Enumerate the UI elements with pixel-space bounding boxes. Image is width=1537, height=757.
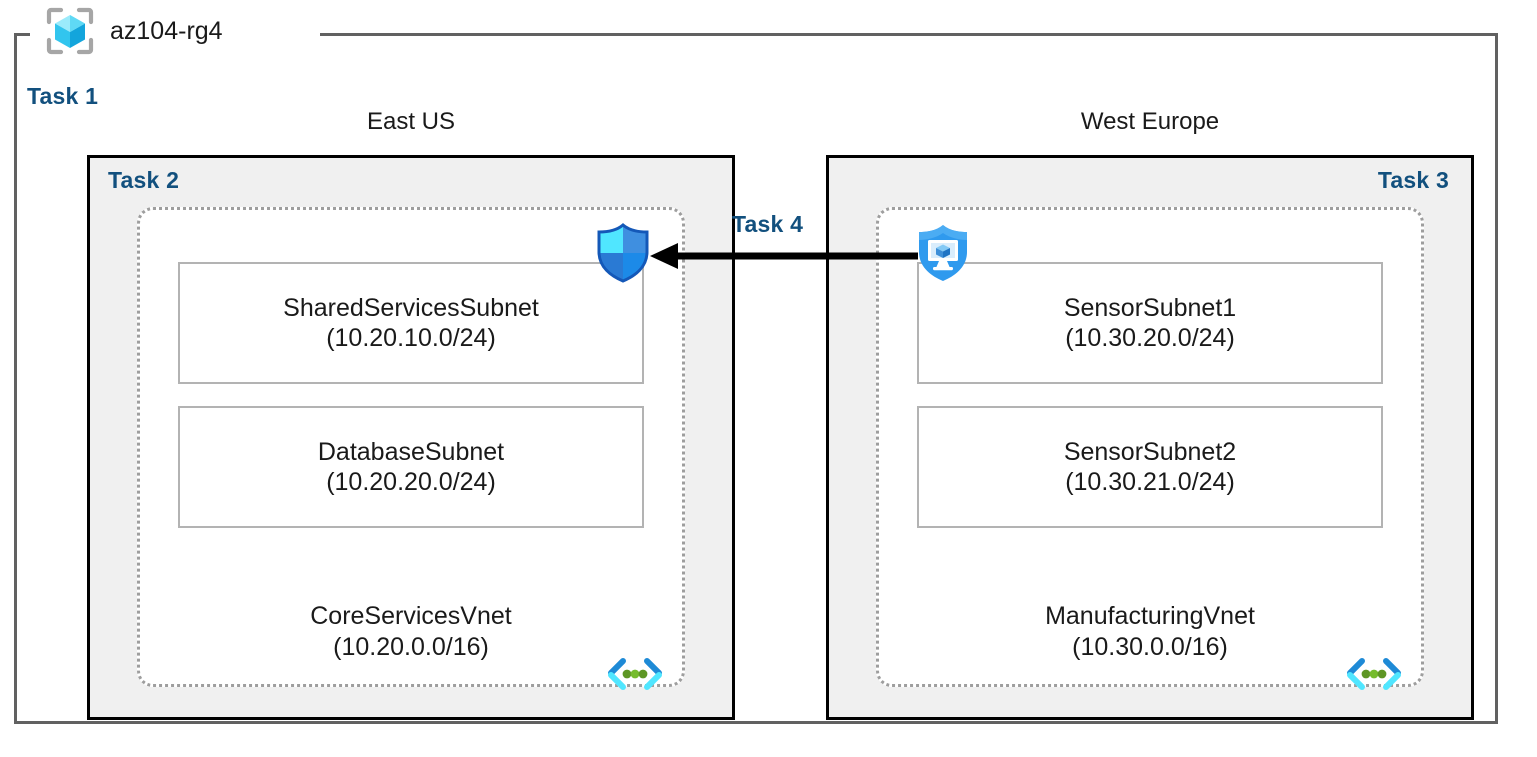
virtual-network-icon xyxy=(606,656,664,698)
vnet-cidr: (10.20.0.0/16) xyxy=(333,632,489,661)
subnet-cidr: (10.30.21.0/24) xyxy=(1065,468,1235,496)
subnet-database: DatabaseSubnet (10.20.20.0/24) xyxy=(178,406,644,528)
region-box-east-us: Task 2 SharedServicesSubnet (10.20.10.0/… xyxy=(87,155,735,720)
resource-group-header: az104-rg4 xyxy=(44,3,223,59)
network-security-group-shield-icon xyxy=(592,222,654,284)
subnet-sensor-2: SensorSubnet2 (10.30.21.0/24) xyxy=(917,406,1383,528)
resource-group-cube-icon xyxy=(44,5,96,57)
resource-group-name: az104-rg4 xyxy=(110,16,223,45)
subnet-name: SensorSubnet2 xyxy=(1063,437,1237,466)
subnet-cidr: (10.20.10.0/24) xyxy=(326,324,496,352)
vnet-name: ManufacturingVnet xyxy=(1045,602,1255,630)
vnet-caption-manufacturing: ManufacturingVnet (10.30.0.0/16) xyxy=(879,601,1421,662)
subnet-sensor-1: SensorSubnet1 (10.30.20.0/24) xyxy=(917,262,1383,384)
region-box-west-europe: Task 3 SensorSubnet1 (10.30.20.0/24) Sen… xyxy=(826,155,1474,720)
vnet-core-services: SharedServicesSubnet (10.20.10.0/24) Dat… xyxy=(137,207,685,690)
subnet-shared-services: SharedServicesSubnet (10.20.10.0/24) xyxy=(178,262,644,384)
subnet-name: SharedServicesSubnet xyxy=(283,293,539,322)
subnet-cidr: (10.20.20.0/24) xyxy=(326,468,496,496)
subnet-cidr: (10.30.20.0/24) xyxy=(1065,324,1235,352)
peering-arrow-icon xyxy=(650,243,918,269)
vnet-caption-core-services: CoreServicesVnet (10.20.0.0/16) xyxy=(140,601,682,662)
subnet-name: SensorSubnet1 xyxy=(1063,293,1237,322)
resource-group-frame xyxy=(14,33,1498,724)
task-label-task2: Task 2 xyxy=(108,167,180,193)
region-caption-east-us: East US xyxy=(366,108,456,135)
vnet-manufacturing: SensorSubnet1 (10.30.20.0/24) SensorSubn… xyxy=(876,207,1424,690)
vnet-cidr: (10.30.0.0/16) xyxy=(1072,632,1228,661)
task-label-task1: Task 1 xyxy=(27,83,99,109)
task-label-task3: Task 3 xyxy=(1377,167,1449,193)
network-security-group-monitor-shield-icon xyxy=(912,222,974,284)
task-label-task4: Task 4 xyxy=(732,211,804,237)
vnet-name: CoreServicesVnet xyxy=(310,602,512,630)
virtual-network-icon xyxy=(1345,656,1403,698)
region-caption-west-europe: West Europe xyxy=(1080,108,1220,135)
subnet-name: DatabaseSubnet xyxy=(317,437,505,466)
